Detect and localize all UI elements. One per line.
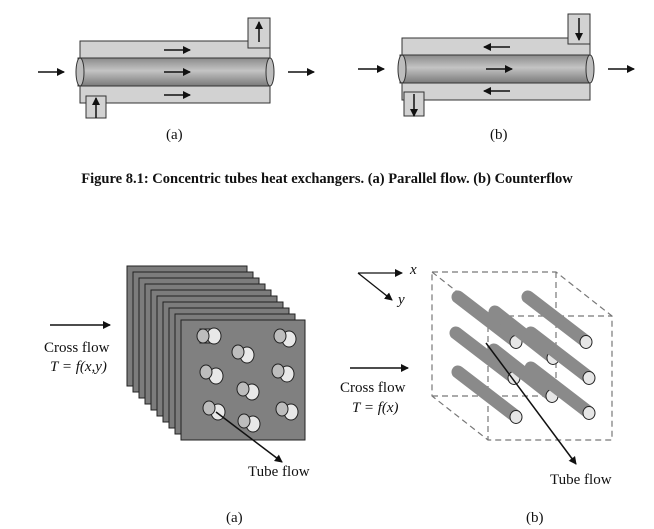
tube-stub	[271, 363, 295, 383]
tube-stub	[196, 327, 222, 345]
panel-b-label: (b)	[490, 127, 508, 143]
tube-cylinder	[451, 365, 523, 424]
tube-stub	[199, 364, 224, 385]
unfinned-tube-bank	[350, 269, 613, 465]
panel-a-label: (a)	[226, 510, 243, 526]
concentric-tube-parallel-flow	[38, 17, 315, 119]
finned-crossflow-exchanger	[50, 265, 306, 463]
tube-flow-label: Tube flow	[248, 464, 310, 480]
tube-flow-label: Tube flow	[550, 472, 612, 488]
tube-stub	[237, 413, 261, 433]
panel-b-label: (b)	[526, 510, 544, 526]
tube-stub	[273, 328, 297, 348]
tube-stub	[231, 344, 255, 364]
y-axis-label: y	[398, 292, 405, 308]
cross-flow-equation: T = f(x)	[352, 400, 399, 416]
tube-cylinder	[524, 361, 596, 420]
figure-caption: Figure 8.1: Concentric tubes heat exchan…	[81, 171, 573, 187]
cross-flow-label: Cross flow	[340, 380, 406, 396]
x-axis-label: x	[410, 262, 417, 278]
tubes	[449, 290, 596, 424]
tube-flow-arrow	[215, 411, 283, 463]
panel-a-label: (a)	[166, 127, 183, 143]
tube-stub	[236, 381, 260, 401]
cross-flow-equation: T = f(x,y)	[50, 359, 107, 375]
y-axis-arrow	[357, 272, 393, 301]
tube-stubs	[196, 327, 299, 433]
tube-stub	[202, 400, 226, 421]
tube-cylinder	[524, 326, 596, 385]
tube-stub	[275, 401, 299, 421]
tube-cylinder	[521, 290, 593, 349]
concentric-tube-counterflow	[358, 13, 635, 117]
cross-flow-label: Cross flow	[44, 340, 110, 356]
tube-flow-arrow	[485, 342, 577, 465]
